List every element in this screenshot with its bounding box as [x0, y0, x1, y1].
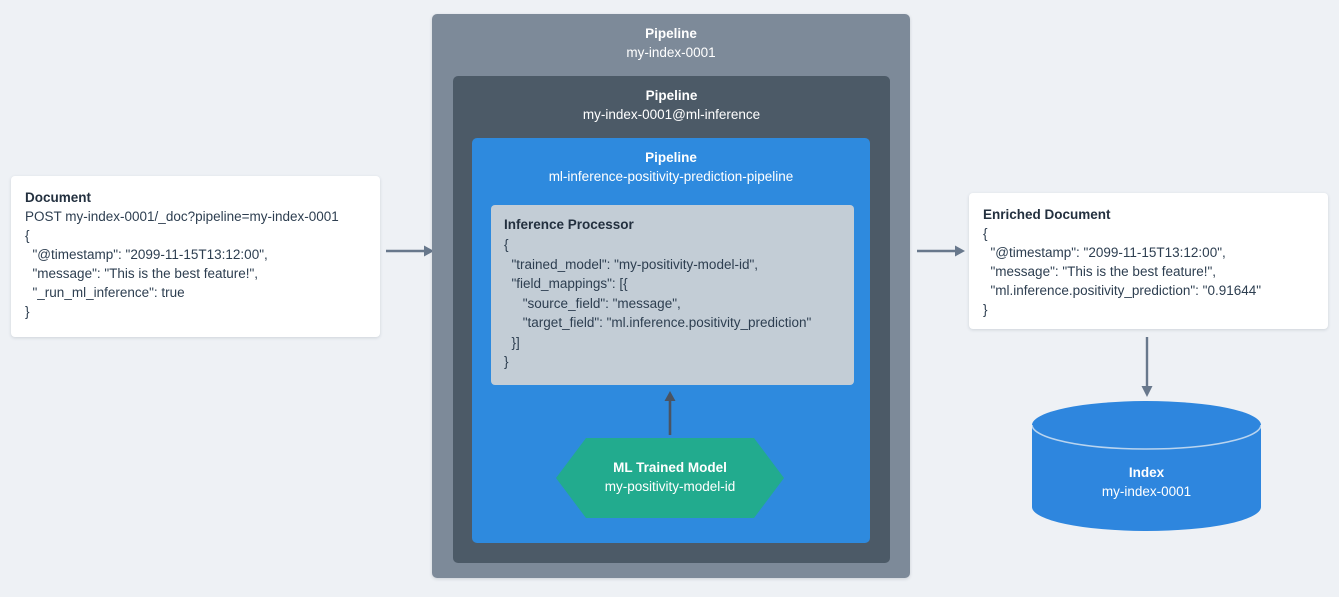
enriched-document-line-2: "message": "This is the best feature!", — [983, 264, 1217, 279]
pipeline-outer-header: Pipeline my-index-0001 — [432, 14, 910, 62]
document-card-line-4: "_run_ml_inference": true — [25, 285, 185, 300]
pipeline-outer-name: my-index-0001 — [626, 45, 716, 60]
pipeline-inner-name: ml-inference-positivity-prediction-pipel… — [548, 169, 794, 184]
enriched-document-line-1: "@timestamp": "2099-11-15T13:12:00", — [983, 245, 1226, 260]
enriched-document-line-4: } — [983, 302, 988, 317]
inference-processor-line-4: "target_field": "ml.inference.positivity… — [504, 315, 812, 330]
index-node: Index my-index-0001 — [1031, 401, 1262, 531]
hexagon-icon — [556, 438, 784, 518]
document-card-title: Document — [25, 190, 92, 205]
document-card: Document POST my-index-0001/_doc?pipelin… — [11, 176, 380, 337]
document-card-line-1: { — [25, 228, 30, 243]
inference-processor-line-2: "field_mappings": [{ — [504, 276, 628, 291]
arrow-document-to-pipeline — [386, 243, 434, 259]
cylinder-icon — [1031, 401, 1262, 531]
inference-processor-card: Inference Processor { "trained_model": "… — [491, 205, 854, 385]
arrow-model-to-processor — [662, 391, 678, 435]
enriched-document-title: Enriched Document — [983, 207, 1111, 222]
document-card-line-0: POST my-index-0001/_doc?pipeline=my-inde… — [25, 209, 339, 224]
document-card-line-3: "message": "This is the best feature!", — [25, 266, 259, 281]
enriched-document-line-0: { — [983, 226, 988, 241]
inference-processor-line-1: "trained_model": "my-positivity-model-id… — [504, 256, 759, 272]
pipeline-middle-header: Pipeline my-index-0001@ml-inference — [453, 76, 890, 124]
pipeline-inner-header: Pipeline ml-inference-positivity-predict… — [472, 138, 870, 186]
arrow-pipeline-to-enriched — [917, 243, 965, 259]
inference-processor-line-6: } — [504, 354, 509, 369]
arrow-right-icon — [386, 245, 434, 257]
arrow-up-icon — [664, 391, 676, 435]
pipeline-outer-kind: Pipeline — [645, 26, 697, 41]
ml-trained-model-node: ML Trained Model my-positivity-model-id — [556, 434, 784, 522]
document-card-line-2: "@timestamp": "2099-11-15T13:12:00", — [25, 247, 268, 262]
pipeline-inner-kind: Pipeline — [645, 150, 697, 165]
pipeline-middle-kind: Pipeline — [645, 88, 698, 103]
inference-processor-title: Inference Processor — [504, 217, 634, 232]
arrow-enriched-to-index — [1139, 337, 1155, 397]
enriched-document-line-3: "ml.inference.positivity_prediction": "0… — [983, 283, 1262, 298]
enriched-document-card: Enriched Document { "@timestamp": "2099-… — [969, 193, 1328, 329]
inference-processor-line-5: }] — [504, 334, 520, 350]
document-card-line-5: } — [25, 304, 30, 319]
inference-processor-line-3: "source_field": "message", — [504, 295, 681, 311]
arrow-right-icon — [917, 245, 965, 257]
arrow-down-icon — [1141, 337, 1153, 397]
inference-processor-line-0: { — [504, 237, 509, 252]
pipeline-middle-name: my-index-0001@ml-inference — [582, 107, 761, 122]
